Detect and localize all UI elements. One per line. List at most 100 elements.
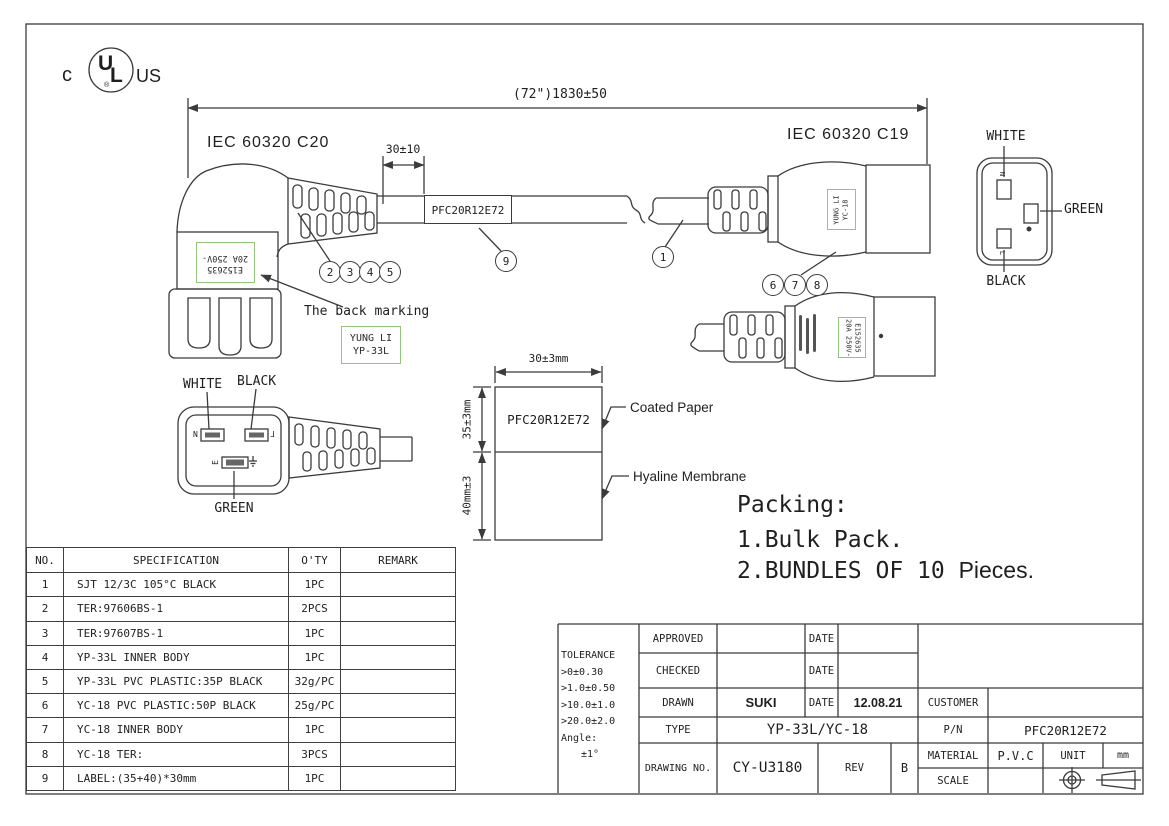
scale-value [988, 768, 1043, 793]
spec-text: TER:97607BS-1 [63, 620, 289, 646]
pn-label: P/N [943, 724, 963, 736]
overall-dimension-lines [187, 98, 928, 178]
ul-logo-circle [88, 47, 134, 93]
tolerance-line: >10.0±1.0 [561, 699, 616, 711]
cable-lines [377, 195, 709, 225]
spec-remark [340, 765, 456, 792]
type-label: TYPE [665, 724, 691, 736]
callout-4: 4 [359, 261, 381, 283]
c19-rear-marking-label: E152635 20A 250V- [838, 317, 866, 358]
tolerance-line: >1.0±0.50 [561, 683, 616, 694]
coated-paper-callout: Coated Paper [630, 400, 714, 415]
spec-text: YP-33L INNER BODY [63, 644, 289, 670]
spec-header-specification: SPECIFICATION [63, 546, 289, 574]
spec-no: 2 [26, 596, 64, 622]
checked-label: CHECKED [655, 664, 701, 677]
callout-9: 9 [495, 250, 517, 272]
spec-remark [340, 644, 456, 670]
ul-logo-us: US [136, 66, 162, 86]
overall-length-dim: (72")1830±50 [513, 87, 607, 102]
c20-face-green-label: GREEN [214, 501, 254, 516]
unit-label: UNIT [1060, 749, 1086, 762]
spec-qty: 3PCS [288, 741, 341, 767]
type-value: YP-33L/YC-18 [766, 722, 869, 738]
spec-remark [340, 693, 456, 719]
c20-title: IEC 60320 C20 [207, 134, 330, 151]
c20-marking-line2: 20A 250V- [202, 252, 249, 263]
tolerance-line: >0±0.30 [561, 666, 604, 678]
spec-text: YC-18 TER: [63, 741, 289, 767]
c19-connector-rear-view [690, 292, 936, 382]
spec-qty: 1PC [288, 644, 341, 670]
spec-no: 5 [26, 668, 64, 695]
c20-face-white-label: WHITE [183, 377, 223, 392]
c19-face-pin-bottom-letter: L [998, 250, 1007, 256]
tolerance-line: >20.0±2.0 [561, 716, 616, 727]
spec-header-remark: REMARK [340, 546, 456, 574]
spec-no: 7 [26, 717, 64, 743]
spec-no: 6 [26, 693, 64, 719]
callout-6: 6 [762, 274, 784, 296]
tolerance-line: TOLERANCE [561, 650, 616, 661]
title-block-grid [557, 623, 1143, 793]
packing-item-2: 2.BUNDLES OF 10 Pieces. [737, 557, 1034, 584]
callout-5: 5 [379, 261, 401, 283]
spec-qty: 2PCS [288, 596, 341, 622]
back-marking-note: The back marking [304, 304, 430, 319]
spec-text: TER:97606BS-1 [63, 596, 289, 622]
c19-rear-marking-line1: E152635 [853, 322, 861, 353]
packing-item-2-suffix: Pieces. [958, 557, 1034, 583]
spec-qty: 32g/PC [288, 668, 341, 695]
date-label-approved: DATE [808, 632, 835, 645]
spec-no: 9 [26, 765, 64, 792]
sheet-border [25, 23, 1144, 795]
c19-face-white-label: WHITE [986, 129, 1026, 144]
tolerance-line: ±1° [581, 749, 600, 760]
label-upper-height-dim: 35±3mm [460, 399, 474, 440]
c19-title: IEC 60320 C19 [787, 126, 910, 143]
hyaline-membrane-callout: Hyaline Membrane [633, 469, 747, 484]
spec-qty: 1PC [288, 572, 341, 598]
c20-face-view [177, 388, 413, 499]
callout-7: 7 [784, 274, 806, 296]
c20-face-black-label: BLACK [237, 374, 277, 389]
packing-item-2-text: 2.BUNDLES OF 10 [737, 558, 959, 584]
drawn-label: DRAWN [662, 696, 694, 709]
strip-length-dim: 30±10 [385, 142, 421, 156]
drawing-no-label: DRAWING NO. [644, 762, 712, 774]
cable-label: PFC20R12E72 [424, 195, 512, 224]
date-label-drawn: DATE [808, 696, 835, 709]
c19-face-view [976, 146, 1062, 272]
spec-text: YC-18 PVC PLASTIC:50P BLACK [63, 693, 289, 719]
spec-remark [340, 668, 456, 695]
c19-face-green-label: GREEN [1064, 202, 1104, 217]
c19-marking-label: YUNG LI YC-18 [827, 189, 856, 230]
drawn-by-value: SUKI [745, 695, 777, 710]
spec-qty: 1PC [288, 717, 341, 743]
projection-symbol [1059, 767, 1141, 793]
c19-marking-line1: YUNG LI [832, 194, 841, 225]
back-marking-label: YUNG LI YP-33L [341, 326, 401, 364]
spec-remark [340, 717, 456, 743]
back-marking-line2: YP-33L [352, 346, 390, 357]
strip-dimension-lines [382, 156, 425, 204]
material-label: MATERIAL [927, 749, 979, 762]
ul-logo-c: c [62, 64, 72, 86]
pn-value: PFC20R12E72 [1024, 722, 1107, 738]
spec-text: YC-18 INNER BODY [63, 717, 289, 743]
label-detail-text: PFC20R12E72 [507, 412, 590, 427]
spec-text: LABEL:(35+40)*30mm [63, 765, 289, 792]
scale-label: SCALE [937, 774, 969, 787]
ul-logo-registered: ® [104, 82, 110, 89]
customer-value [988, 688, 1143, 717]
